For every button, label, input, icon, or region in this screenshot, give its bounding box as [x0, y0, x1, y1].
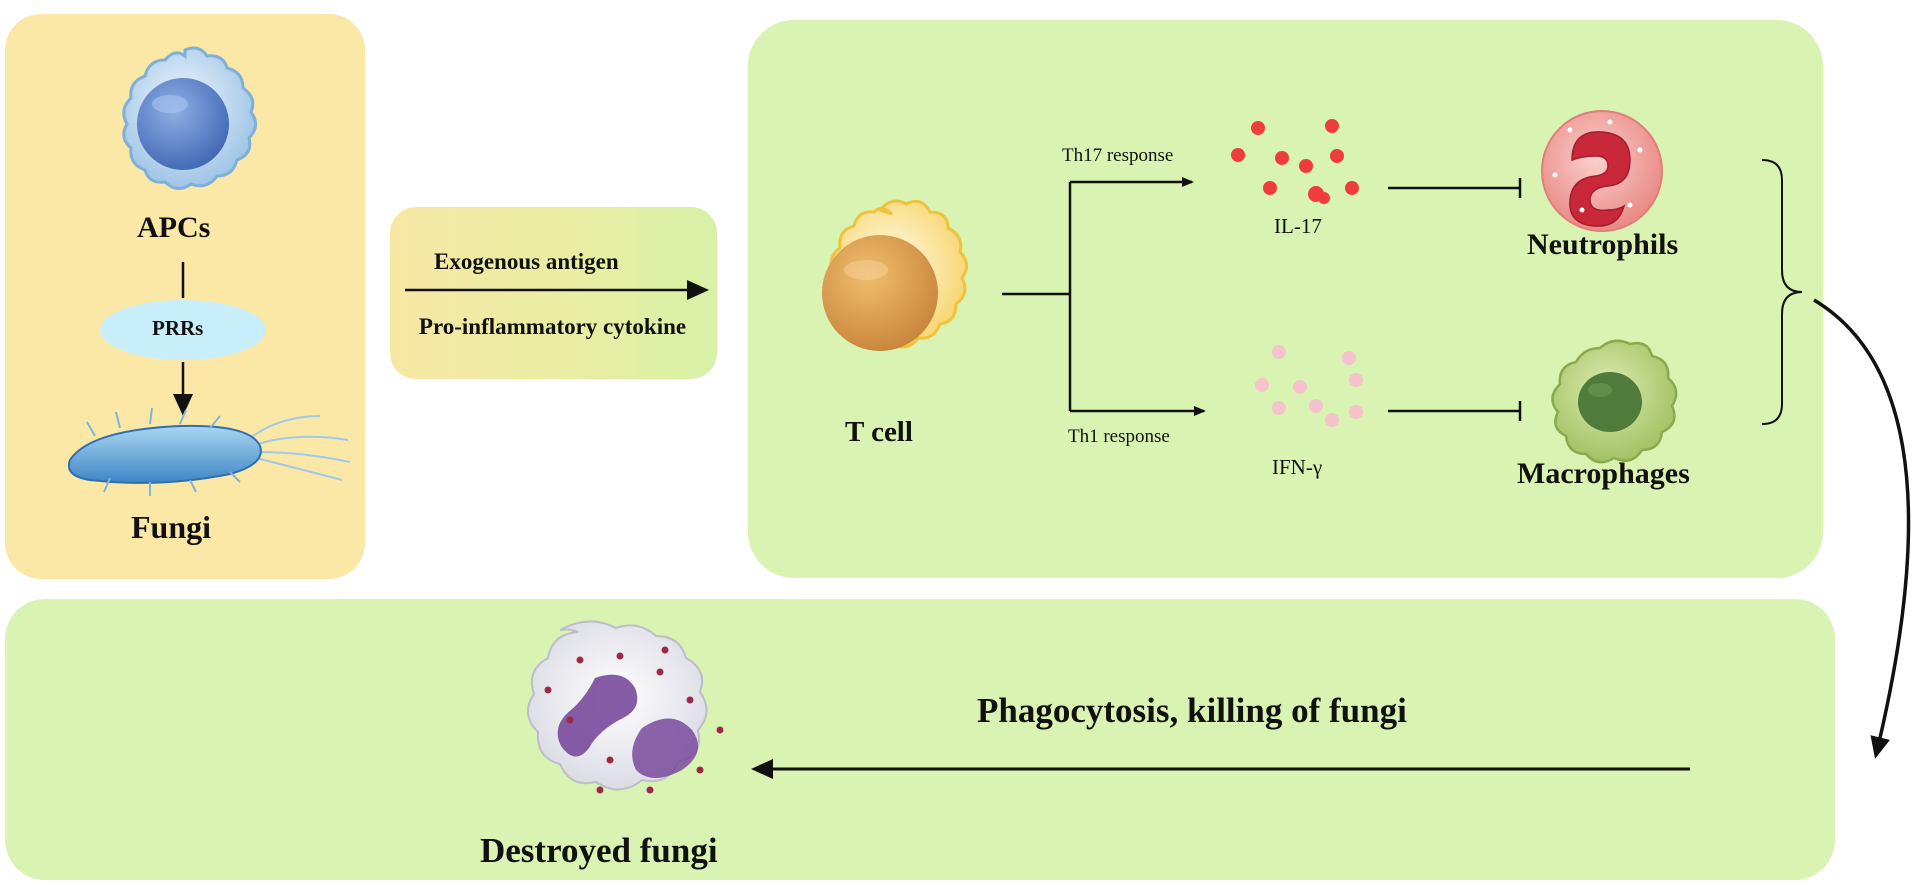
pro-inflammatory-cytokine-label: Pro-inflammatory cytokine — [418, 314, 687, 339]
ifng-cytokine-dots — [1255, 345, 1363, 427]
destroyed-fungi-icon — [527, 620, 724, 794]
il17-label: IL-17 — [1274, 214, 1322, 238]
prrs-label: PRRs — [152, 316, 204, 340]
ifn-gamma-label: IFN-γ — [1272, 455, 1323, 479]
destroyed-fungi-label: Destroyed fungi — [480, 831, 718, 870]
destruction-panel — [5, 599, 1835, 880]
macrophages-label: Macrophages — [1517, 457, 1690, 490]
apcs-label: APCs — [137, 211, 211, 244]
il17-cytokine-dots — [1231, 119, 1359, 204]
prrs-oval — [100, 300, 266, 360]
phagocytosis-label: Phagocytosis, killing of fungi — [977, 691, 1407, 730]
cells-brace — [1761, 159, 1803, 425]
antigen-panel — [390, 207, 717, 379]
inhibition-lines — [1388, 178, 1522, 421]
th1-response-label: Th1 response — [1068, 426, 1170, 447]
curved-arrow — [1813, 298, 1911, 759]
fungus-icon — [68, 407, 351, 496]
response-branches — [1002, 177, 1206, 416]
exogenous-antigen-label: Exogenous antigen — [434, 249, 619, 274]
t-cell-label: T cell — [845, 416, 913, 448]
t-cell-icon — [822, 199, 968, 351]
macrophage-icon — [1551, 339, 1678, 464]
neutrophil-icon — [1541, 110, 1663, 232]
fungi-label: Fungi — [131, 509, 212, 545]
neutrophils-label: Neutrophils — [1527, 228, 1679, 261]
apc-cell-icon — [122, 46, 257, 190]
th17-response-label: Th17 response — [1062, 145, 1174, 166]
